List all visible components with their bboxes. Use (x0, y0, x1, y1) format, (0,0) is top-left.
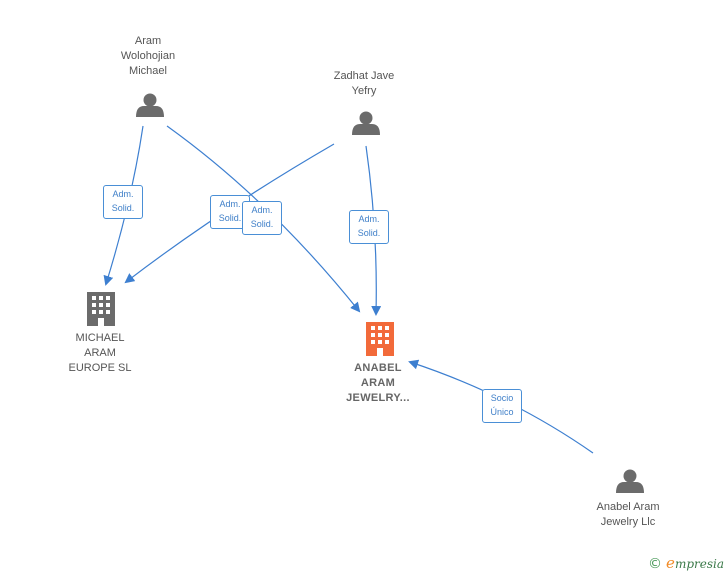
node-label-line: Michael (129, 65, 167, 77)
person-icon (616, 469, 644, 493)
edge-label-line: Adm. (219, 199, 241, 209)
building-icon-highlighted (366, 322, 394, 356)
edge-label-line: Solid. (218, 213, 242, 223)
person-node-zadhat[interactable]: Zadhat Jave Yefry (314, 69, 414, 99)
edge-label-llc-jewelry: Socio Único (482, 389, 522, 423)
node-label-line: Wolohojian (120, 50, 176, 62)
edge-label-line: Socio (490, 393, 514, 403)
person-node-anabel-aram-llc[interactable]: Anabel Aram Jewelry Llc (578, 500, 678, 530)
person-node-aram[interactable]: Aram Wolohojian Michael (100, 34, 196, 79)
edge-label-line: Solid. (250, 219, 274, 229)
node-label-line: Jewelry Llc (600, 516, 656, 528)
brand-logo-initial: e (666, 554, 675, 572)
edge-label-line: Único (490, 407, 514, 417)
node-label-line: EUROPE SL (68, 362, 132, 374)
node-label-line: ARAM (84, 347, 116, 359)
edge-label-line: Solid. (111, 203, 135, 213)
company-node-michael-aram-europe[interactable]: MICHAEL ARAM EUROPE SL (52, 331, 148, 376)
company-node-anabel-aram-jewelry[interactable]: ANABEL ARAM JEWELRY... (328, 361, 428, 406)
brand-footer[interactable]: ©empresia (648, 554, 724, 572)
node-label-line: Anabel Aram (596, 501, 660, 513)
edge-label-aram-jewelry: Adm. Solid. (242, 201, 282, 235)
person-icon (136, 93, 164, 117)
node-label-line: ANABEL (354, 362, 402, 374)
brand-logo-text: mpresia (674, 557, 724, 571)
node-label-line: Aram (134, 35, 162, 47)
edge-label-line: Adm. (112, 189, 134, 199)
person-icon (352, 111, 380, 135)
node-label-line: JEWELRY... (346, 392, 410, 404)
copyright-icon: © (648, 556, 663, 572)
node-label-line: Zadhat Jave (333, 70, 395, 82)
edge-label-zadhat-jewelry: Adm. Solid. (349, 210, 389, 244)
edge-label-line: Adm. (358, 214, 380, 224)
node-label-line: MICHAEL (75, 332, 125, 344)
node-label-line: ARAM (360, 377, 396, 389)
edge-label-line: Adm. (251, 205, 273, 215)
edge-label-aram-europe: Adm. Solid. (103, 185, 143, 219)
edge-label-line: Solid. (357, 228, 381, 238)
node-label-line: Yefry (351, 85, 377, 97)
building-icon (87, 292, 115, 326)
